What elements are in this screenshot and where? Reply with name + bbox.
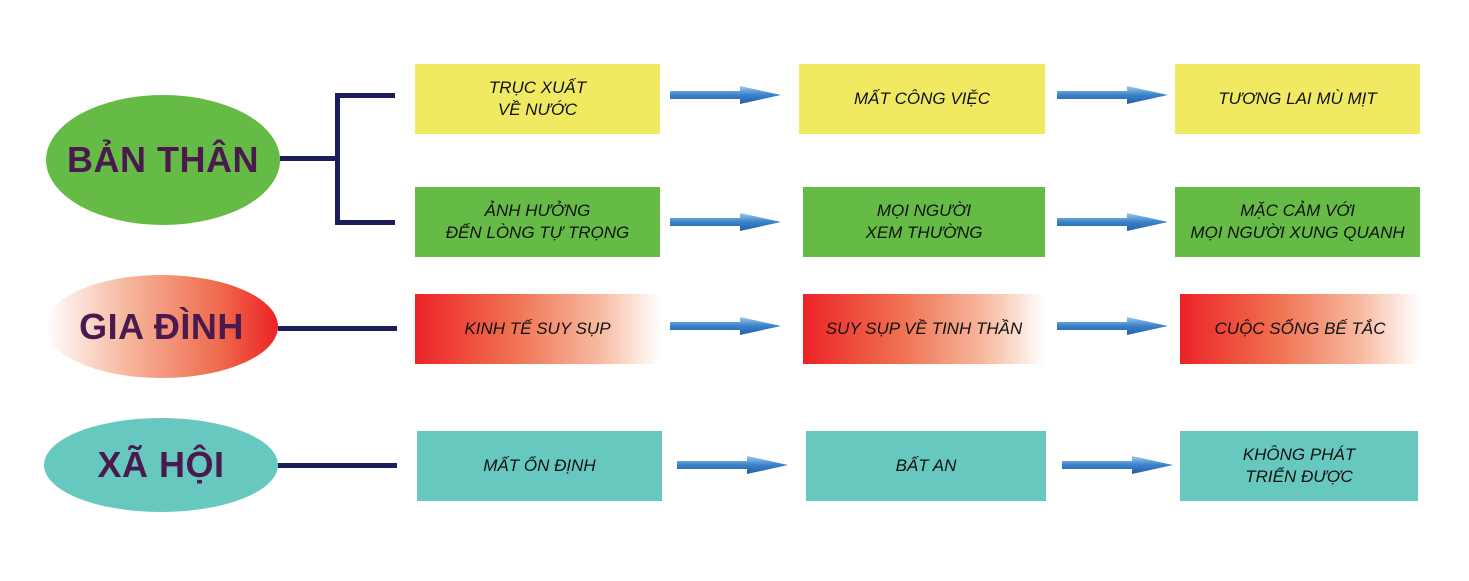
- step-box: MỌI NGƯỜI XEM THƯỜNG: [803, 187, 1045, 257]
- step-box: KINH TẾ SUY SỤP: [415, 294, 660, 364]
- step-box: MẤT ỔN ĐỊNH: [417, 431, 662, 501]
- connector-ban-than-stem: [280, 156, 339, 161]
- step-box: ẢNH HƯỞNG ĐẾN LÒNG TỰ TRỌNG: [415, 187, 660, 257]
- step-box: TƯƠNG LAI MÙ MỊT: [1175, 64, 1420, 134]
- step-box: KHÔNG PHÁT TRIỂN ĐƯỢC: [1180, 431, 1418, 501]
- category-xa-hoi: XÃ HỘI: [44, 418, 278, 512]
- arrow-right-icon: [670, 213, 781, 231]
- arrow-right-icon: [1062, 456, 1173, 474]
- step-box: MẤT CÔNG VIỆC: [799, 64, 1045, 134]
- arrow-right-icon: [670, 86, 781, 104]
- connector-xa-hoi: [278, 463, 397, 468]
- category-gia-dinh: GIA ĐÌNH: [45, 275, 278, 378]
- arrow-right-icon: [677, 456, 788, 474]
- connector-ban-than-top: [335, 93, 395, 98]
- arrow-right-icon: [1057, 317, 1168, 335]
- category-ban-than: BẢN THÂN: [46, 95, 280, 225]
- step-box: SUY SỤP VỀ TINH THẦN: [803, 294, 1045, 364]
- step-box: TRỤC XUẤT VỀ NƯỚC: [415, 64, 660, 134]
- arrow-right-icon: [1057, 213, 1168, 231]
- connector-ban-than-bottom: [335, 220, 395, 225]
- step-box: CUỘC SỐNG BẾ TẮC: [1180, 294, 1420, 364]
- arrow-right-icon: [1057, 86, 1168, 104]
- step-box: MẶC CẢM VỚI MỌI NGƯỜI XUNG QUANH: [1175, 187, 1420, 257]
- arrow-right-icon: [670, 317, 781, 335]
- connector-ban-than-vertical: [335, 93, 340, 225]
- step-box: BẤT AN: [806, 431, 1046, 501]
- connector-gia-dinh: [278, 326, 397, 331]
